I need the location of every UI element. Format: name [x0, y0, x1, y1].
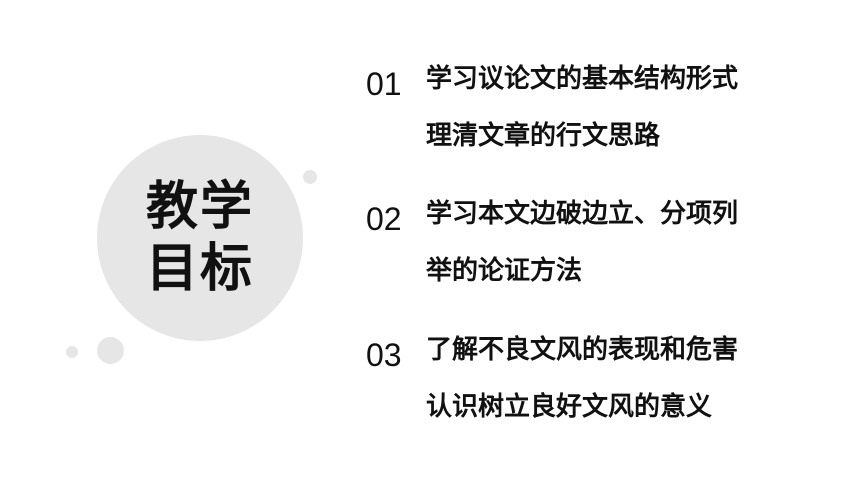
goal-line-1: 了解不良文风的表现和危害 — [426, 335, 739, 365]
goal-item-3: 03 了解不良文风的表现和危害 认识树立良好文风的意义 — [366, 335, 738, 422]
goal-text: 了解不良文风的表现和危害 认识树立良好文风的意义 — [426, 335, 738, 422]
decorative-dot-small — [66, 346, 78, 358]
goal-number: 01 — [366, 66, 402, 102]
goal-line-2: 理清文章的行文思路 — [426, 121, 661, 151]
decorative-dot-medium — [97, 337, 124, 364]
title-line-1: 教学 — [145, 177, 254, 237]
title-circle — [97, 135, 303, 341]
goal-number: 03 — [366, 337, 402, 373]
title-line-2: 目标 — [145, 239, 254, 299]
goal-text: 学习本文边破边立、分项列 举的论证方法 — [426, 199, 738, 286]
goal-line-1: 学习议论文的基本结构形式 — [426, 64, 739, 94]
goal-line-2: 举的论证方法 — [426, 256, 583, 286]
goal-item-1: 01 学习议论文的基本结构形式 理清文章的行文思路 — [366, 64, 738, 151]
slide-title: 教学 目标 — [97, 135, 303, 341]
goal-line-2: 认识树立良好文风的意义 — [426, 392, 713, 422]
goal-line-1: 学习本文边破边立、分项列 — [426, 199, 739, 229]
goal-text: 学习议论文的基本结构形式 理清文章的行文思路 — [426, 64, 738, 151]
decorative-dot — [303, 170, 317, 184]
goal-item-2: 02 学习本文边破边立、分项列 举的论证方法 — [366, 199, 738, 286]
goal-number: 02 — [366, 201, 402, 237]
